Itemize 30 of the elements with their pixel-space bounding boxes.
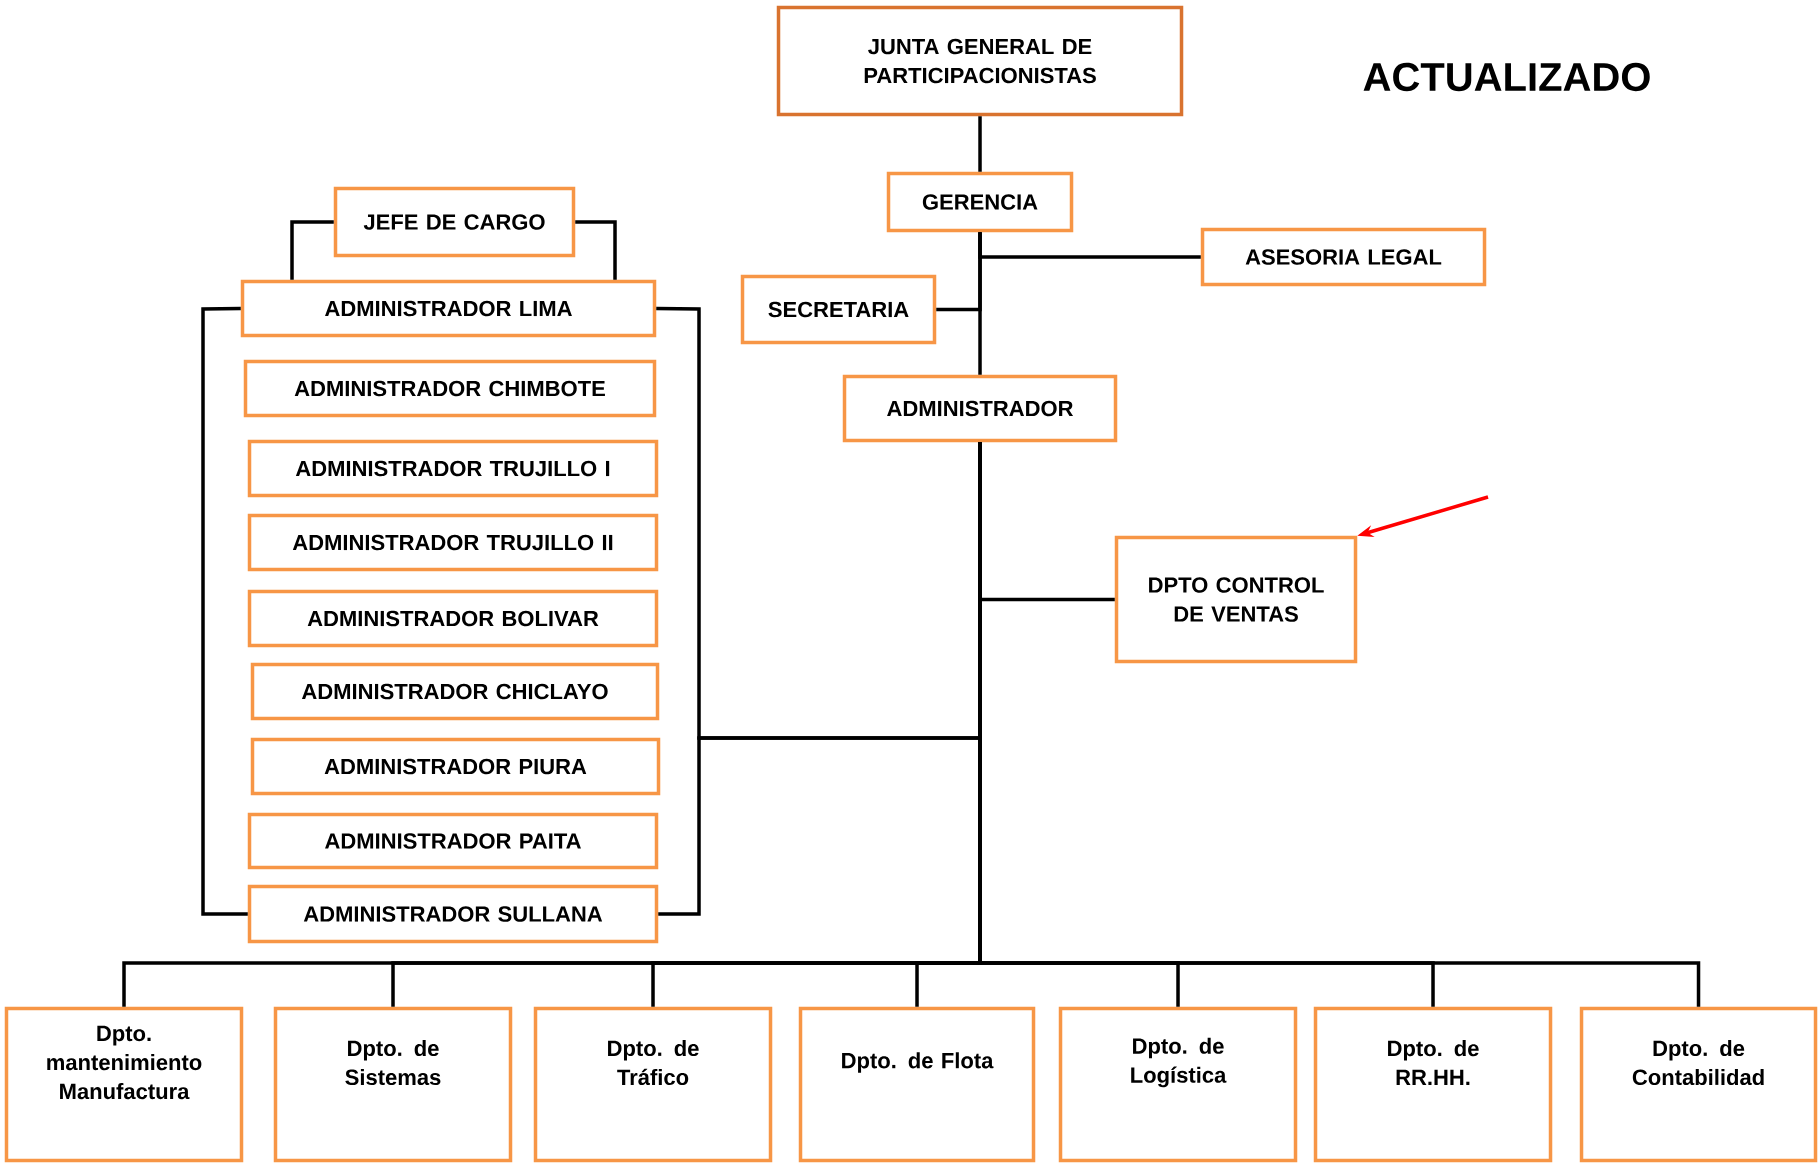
connector-line — [201, 306, 248, 916]
org-box: ADMINISTRADOR CHIMBOTE — [243, 359, 657, 418]
connector-line — [978, 116, 982, 172]
org-box: ADMINISTRADOR LIMA — [240, 279, 657, 338]
org-box: GERENCIA — [886, 171, 1074, 233]
org-box: ADMINISTRADOR CHICLAYO — [250, 662, 660, 721]
org-box: ADMINISTRADOR SULLANA — [247, 884, 659, 944]
org-box: SECRETARIA — [740, 274, 937, 345]
org-box: ASESORIA LEGAL — [1200, 227, 1487, 287]
org-box: Dpto. de Flota — [798, 1006, 1036, 1163]
org-box: ADMINISTRADOR PAITA — [247, 812, 659, 870]
org-box: DPTO CONTROL DE VENTAS — [1114, 535, 1358, 664]
connector-line — [978, 442, 1701, 1007]
org-box: ADMINISTRADOR PIURA — [250, 737, 661, 796]
org-box: JEFE DE CARGO — [333, 186, 576, 258]
org-box: ADMINISTRADOR TRUJILLO I — [247, 439, 659, 498]
org-box: Dpto. mantenimiento Manufactura — [4, 1006, 244, 1163]
org-box: JUNTA GENERAL DE PARTICIPACIONISTAS — [776, 5, 1184, 117]
connector-line — [575, 220, 617, 280]
org-box: ADMINISTRADOR TRUJILLO II — [247, 513, 659, 572]
connector-line — [290, 220, 334, 280]
org-box: Dpto. de RR.HH. — [1313, 1006, 1553, 1163]
org-box: Dpto. de Logística — [1058, 1006, 1298, 1163]
org-box: ADMINISTRADOR BOLIVAR — [247, 589, 659, 648]
connector-line — [978, 232, 982, 375]
org-box: Dpto. de Sistemas — [273, 1006, 513, 1163]
org-box: Dpto. de Contabilidad — [1579, 1006, 1818, 1163]
title: ACTUALIZADO — [1363, 62, 1650, 92]
org-box: Dpto. de Tráfico — [533, 1006, 773, 1163]
org-box: ADMINISTRADOR — [842, 374, 1118, 443]
